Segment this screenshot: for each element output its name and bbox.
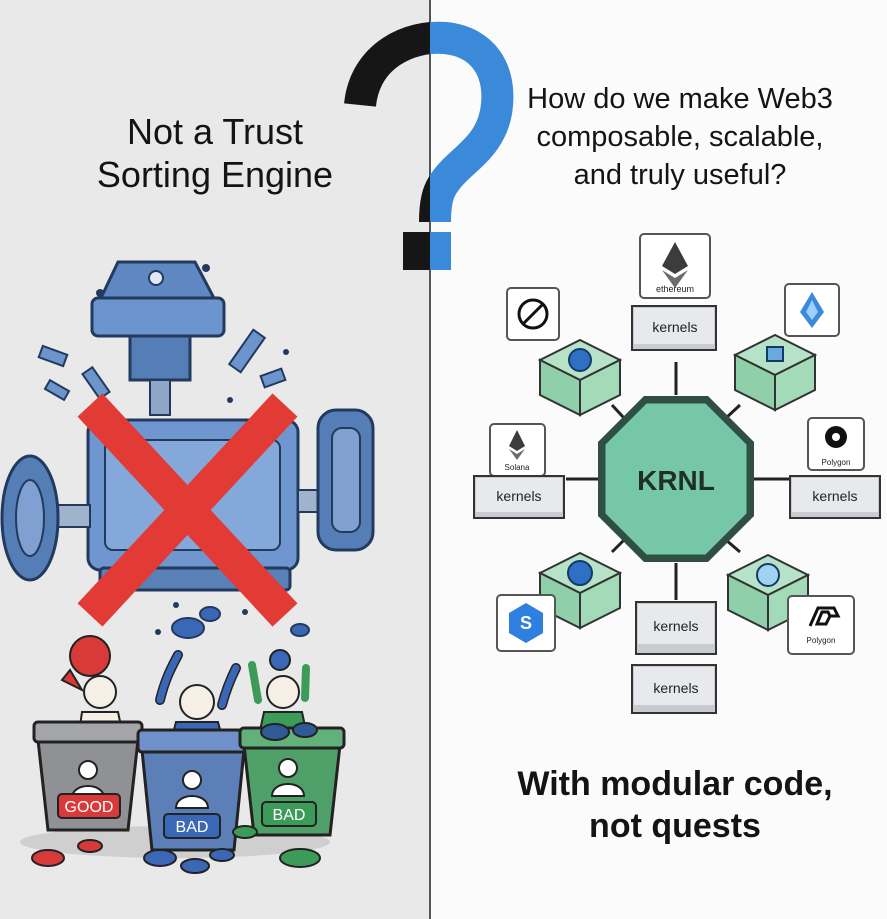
kernels-label-right: kernels [812,488,857,504]
s-badge-icon: S [520,613,532,633]
caption-line-2: not quests [589,807,761,845]
left-title: Not a Trust Sorting Engine [20,110,410,196]
bin-bad-blue-label: BAD [176,819,209,836]
bin-good-label: GOOD [65,799,114,816]
chain-card-bottom-right: Polygon [725,553,855,655]
chain-card-polygon: Polygon kernels [789,417,881,519]
sorting-bins: GOOD BAD [20,635,346,874]
bin-bad-green: BAD [238,722,346,837]
krnl-label: KRNL [637,465,715,496]
chain-card-solana: Solana kernels [473,423,565,519]
right-title: How do we make Web3 composable, scalable… [480,80,880,194]
solana-label: Solana [505,463,530,472]
bottom-caption: With modular code, not quests [470,763,880,847]
kernels-stack-bottom: kernels kernels [631,601,717,714]
bin-good: GOOD [32,720,144,832]
caption-line-1: With modular code, [517,765,833,803]
left-title-line-2: Sorting Engine [96,154,334,195]
bin-bad-blue: BAD [136,728,250,852]
sorting-machine [0,260,375,639]
chain-card-bottom-left: S [496,551,623,652]
chain-card-ethereum: ethereum kernels [631,233,717,351]
kernels-label-top: kernels [652,319,697,335]
chain-card-top-right [732,283,840,412]
kernels-label-bottom-2: kernels [653,680,698,696]
kernels-label-bottom-1: kernels [653,618,698,634]
red-cross-icon [77,393,298,627]
krnl-diagram: KRNL ethereum kernels [473,233,881,714]
kernels-label-left: kernels [496,488,541,504]
ethereum-label: ethereum [656,284,694,294]
cube-bottom-left [537,551,623,630]
right-title-line-2: composable, scalable, [536,121,824,153]
cube-top-right [732,333,818,412]
question-mark-icon [344,21,514,270]
chain-card-top-left [506,287,623,417]
diagram-spokes [566,362,790,600]
right-title-line-1: How do we make Web3 [527,83,833,115]
polygon-label-right: Polygon [822,458,851,467]
krnl-core: KRNL [598,396,754,562]
right-title-line-3: and truly useful? [573,159,787,191]
left-title-line-1: Not a Trust [126,111,304,152]
bin-bad-green-label: BAD [273,807,306,824]
polygon-label-bottom: Polygon [807,636,836,645]
cube-top-left [537,338,623,417]
blocked-icon [517,298,549,330]
center-divider [429,0,431,919]
